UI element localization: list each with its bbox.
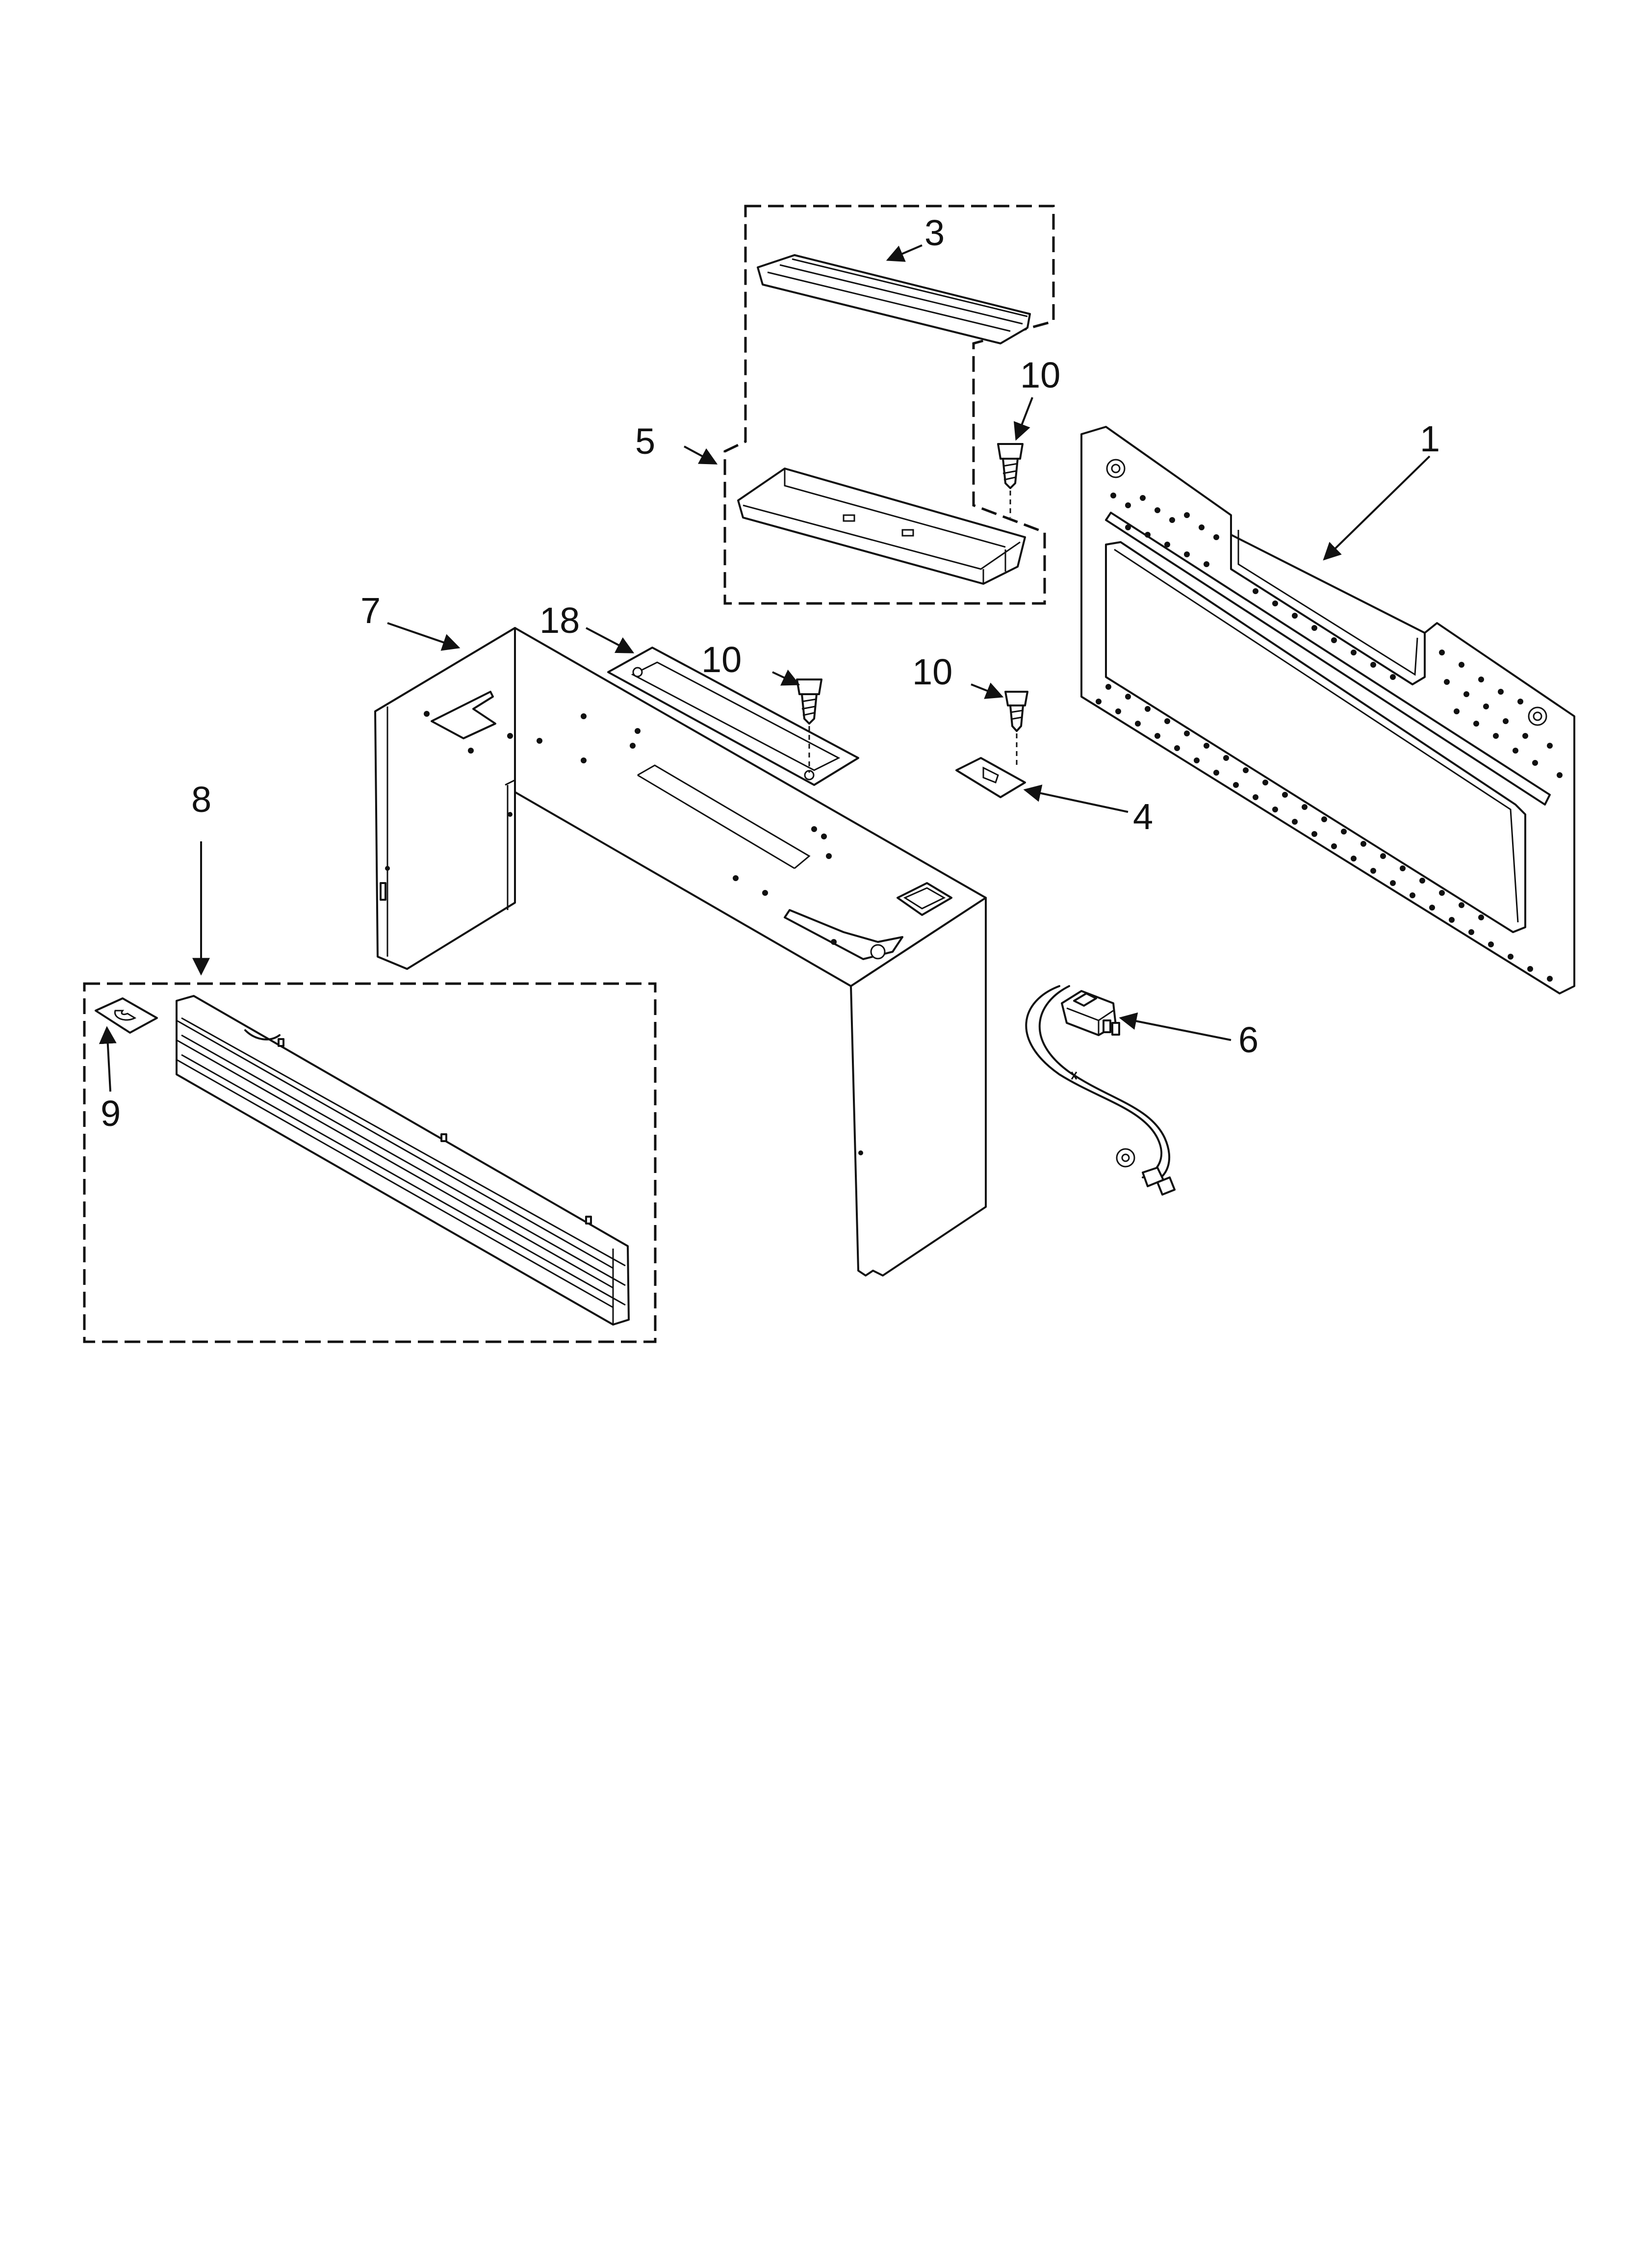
callout-4: 4	[1133, 796, 1153, 837]
leader-1	[1323, 455, 1431, 561]
part-5-housing	[737, 468, 1026, 585]
callout-10-middle: 10	[701, 639, 742, 680]
dashed-box-8	[83, 982, 657, 1343]
part-7-wrapper	[374, 627, 987, 1277]
part-10-screw-c	[1004, 691, 1028, 765]
callout-3: 3	[924, 212, 945, 253]
callout-5: 5	[635, 421, 655, 462]
dashed-box-5	[723, 205, 1055, 605]
part-10-screw-a	[997, 443, 1024, 518]
part-6-thermal-switch	[1025, 985, 1176, 1196]
part-4-bracket	[955, 757, 1026, 798]
leader-5	[684, 445, 718, 465]
part-3-damper	[757, 254, 1031, 344]
leader-7	[387, 622, 461, 651]
part-9-clip	[95, 997, 158, 1034]
leader-18	[586, 627, 635, 653]
callout-6: 6	[1238, 1019, 1258, 1060]
callout-10-top: 10	[1020, 355, 1060, 395]
leader-6	[1119, 1012, 1232, 1041]
part-18-plate	[607, 647, 859, 786]
leader-10b	[772, 669, 800, 686]
callout-18: 18	[539, 600, 580, 641]
callout-10-right: 10	[912, 652, 952, 692]
leader-4	[1023, 784, 1129, 813]
leader-10a	[1013, 397, 1033, 441]
part-1-back-panel	[1080, 426, 1575, 994]
part-8-grille	[176, 995, 630, 1326]
part-10-screw-b	[796, 678, 822, 773]
callout-9: 9	[101, 1093, 121, 1134]
leader-10c	[971, 682, 1004, 699]
leader-9	[99, 1026, 117, 1092]
leader-3	[886, 244, 923, 262]
callout-8: 8	[191, 779, 211, 820]
callout-1: 1	[1420, 418, 1440, 459]
callout-7: 7	[360, 590, 381, 631]
